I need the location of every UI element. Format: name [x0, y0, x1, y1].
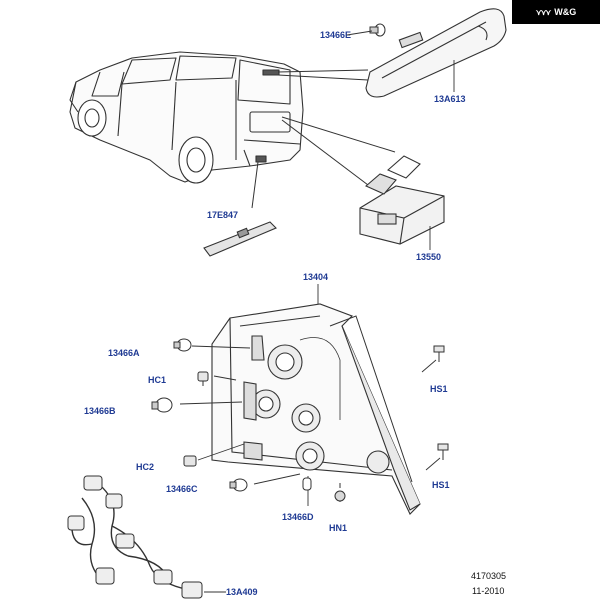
- clip-hc1: [197, 371, 209, 386]
- vehicle-leader-lines: [251, 69, 396, 209]
- bulb-13466b: [151, 397, 173, 413]
- tail-lamp-assembly: [211, 303, 421, 515]
- label-hs1-upper: HS1: [430, 384, 448, 394]
- bulb-13466d: [302, 477, 312, 491]
- brand-badge: ⋎⋎⋎ W&G: [512, 0, 600, 24]
- clip-hc2: [183, 455, 197, 467]
- label-hc2: HC2: [136, 462, 154, 472]
- label-13466b: 13466B: [84, 406, 116, 416]
- high-stop-lamp: [365, 8, 507, 98]
- wiring-harness: [67, 475, 226, 599]
- brand-text: W&G: [554, 7, 577, 17]
- label-hs1-lower: HS1: [432, 480, 450, 490]
- licence-lamp: [359, 155, 445, 245]
- bulb-13466a: [173, 338, 192, 352]
- label-hn1: HN1: [329, 523, 347, 533]
- drawing-date: 11-2010: [472, 586, 504, 596]
- high-stop-bulb: [369, 23, 386, 37]
- drawing-number: 4170305: [471, 571, 506, 581]
- label-13466c: 13466C: [166, 484, 198, 494]
- nut-hn1: [334, 483, 346, 502]
- vehicle-illustration: [69, 51, 304, 184]
- label-13466d: 13466D: [282, 512, 314, 522]
- label-13466e: 13466E: [320, 30, 351, 40]
- label-13550: 13550: [416, 252, 441, 262]
- label-17e847: 17E847: [207, 210, 238, 220]
- label-hc1: HC1: [148, 375, 166, 385]
- screw-hs1-upper: [433, 345, 445, 362]
- label-13a613: 13A613: [434, 94, 466, 104]
- label-13404: 13404: [303, 272, 328, 282]
- brand-mark-icon: ⋎⋎⋎: [535, 7, 552, 17]
- label-13466a: 13466A: [108, 348, 140, 358]
- bumper-reflector: [203, 221, 277, 257]
- bulb-13466c: [229, 478, 248, 492]
- leader-13466e: [346, 30, 373, 36]
- label-13a409: 13A409: [226, 587, 258, 597]
- screw-hs1-lower: [437, 443, 449, 460]
